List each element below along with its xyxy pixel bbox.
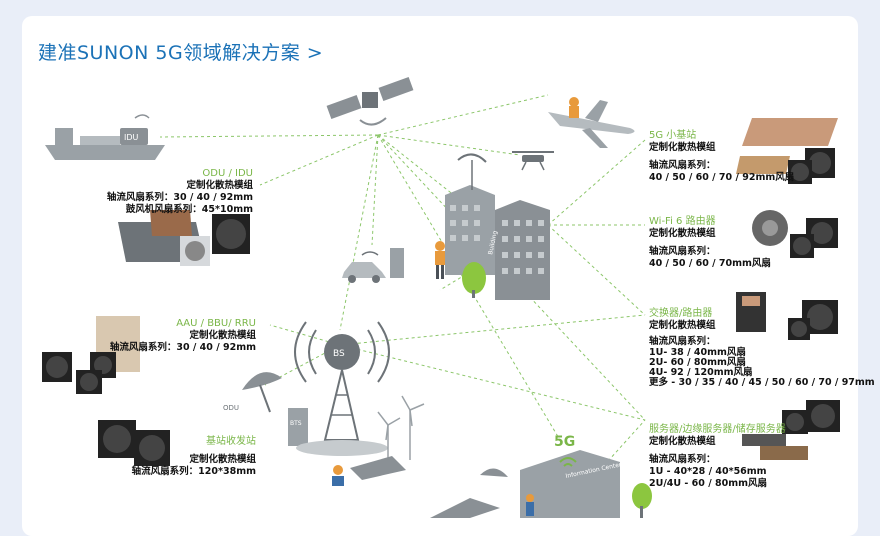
wind-turbine-icon: [377, 395, 425, 460]
building-tag: Building: [487, 230, 499, 255]
odu-tag: ODU: [223, 404, 239, 412]
bs-line-1: 定制化散热模组: [189, 454, 256, 465]
switch-line-1: 定制化散热模组: [649, 320, 716, 331]
car-icon: [342, 248, 404, 283]
bs-category-title[interactable]: 基站收发站: [206, 436, 256, 447]
bs-tower-icon: BS BTS: [288, 321, 390, 456]
switch-line-5: 4U- 92 / 120mm风扇: [649, 367, 753, 378]
ship-icon: IDU: [45, 114, 165, 160]
odu-line-3: 鼓风机风扇系列：45*10mm: [125, 204, 253, 215]
server-line-2: 轴流风扇系列：: [649, 454, 716, 465]
server-line-4: 2U/4U - 60 / 80mm风扇: [649, 478, 767, 489]
solar-panel-icon: [332, 456, 406, 486]
bs-tag: BS: [333, 349, 345, 359]
bts-tag: BTS: [290, 420, 302, 427]
page-title[interactable]: 建准SUNON 5G领域解决方案 >: [38, 42, 324, 64]
wifi-line-2: 轴流风扇系列：: [649, 246, 716, 257]
switch-line-6: 更多 - 30 / 35 / 40 / 45 / 50 / 60 / 70 / …: [649, 377, 875, 388]
switch-product-image: [736, 292, 838, 340]
wifi-line-3: 40 / 50 / 60 / 70mm风扇: [649, 258, 771, 269]
odu-label-block: ODU / IDU 定制化散热模组 轴流风扇系列：30 / 40 / 92mm …: [107, 168, 253, 216]
aau-product-image: [42, 316, 140, 394]
switch-line-4: 2U- 60 / 80mm风扇: [649, 357, 746, 368]
aau-category-title[interactable]: AAU / BBU/ RRU: [176, 318, 256, 329]
building-icon: Building: [435, 153, 550, 300]
small-cell-line-2: 轴流风扇系列：: [649, 160, 716, 171]
bs-product-image: [98, 420, 170, 466]
wifi-line-1: 定制化散热模组: [649, 228, 716, 239]
satellite-icon: [326, 76, 414, 126]
small-cell-product-image: [736, 118, 838, 184]
aau-line-1: 定制化散热模组: [189, 330, 256, 341]
server-line-3: 1U - 40*28 / 40*56mm: [649, 466, 767, 477]
bs-label-block: 基站收发站 定制化散热模组 轴流风扇系列：120*38mm: [132, 436, 256, 478]
server-line-1: 定制化散热模组: [649, 436, 716, 447]
information-center-icon: Information Center 5G: [430, 434, 652, 518]
wifi-router-product-image: [752, 210, 838, 258]
idu-tag: IDU: [124, 133, 139, 142]
server-product-image: [742, 400, 840, 460]
odu-category-title[interactable]: ODU / IDU: [202, 168, 253, 179]
5g-tag: 5G: [554, 434, 575, 450]
odu-dish-icon: ODU: [223, 372, 282, 413]
switch-category-title[interactable]: 交换器/路由器: [649, 308, 713, 319]
aau-label-block: AAU / BBU/ RRU 定制化散热模组 轴流风扇系列：30 / 40 / …: [110, 318, 256, 354]
connection-lines: [159, 94, 646, 471]
airplane-icon: [548, 97, 635, 148]
wifi-label-block: Wi-Fi 6 路由器 定制化散热模组 轴流风扇系列： 40 / 50 / 60…: [649, 216, 771, 270]
aau-line-2: 轴流风扇系列：30 / 40 / 92mm: [109, 342, 256, 353]
wifi-category-title[interactable]: Wi-Fi 6 路由器: [649, 216, 716, 227]
odu-product-image: [118, 210, 250, 266]
small-cell-category-title[interactable]: 5G 小基站: [649, 130, 697, 141]
network-scene: IDU Building: [42, 76, 840, 518]
small-cell-line-1: 定制化散热模组: [649, 142, 716, 153]
server-category-title[interactable]: 服务器/边缘服务器/储存服务器: [649, 424, 786, 435]
bs-line-2: 轴流风扇系列：120*38mm: [131, 466, 256, 477]
small-cell-label-block: 5G 小基站 定制化散热模组 轴流风扇系列： 40 / 50 / 60 / 70…: [649, 130, 794, 184]
drone-icon: [512, 151, 554, 171]
switch-label-block: 交换器/路由器 定制化散热模组 轴流风扇系列： 1U- 38 / 40mm风扇 …: [649, 308, 875, 388]
switch-line-3: 1U- 38 / 40mm风扇: [649, 347, 746, 358]
small-cell-line-3: 40 / 50 / 60 / 70 / 92mm风扇: [649, 172, 795, 183]
odu-line-1: 定制化散热模组: [186, 180, 253, 191]
switch-line-2: 轴流风扇系列：: [649, 336, 716, 347]
server-label-block: 服务器/边缘服务器/储存服务器 定制化散热模组 轴流风扇系列： 1U - 40*…: [649, 424, 786, 490]
odu-line-2: 轴流风扇系列：30 / 40 / 92mm: [106, 192, 253, 203]
